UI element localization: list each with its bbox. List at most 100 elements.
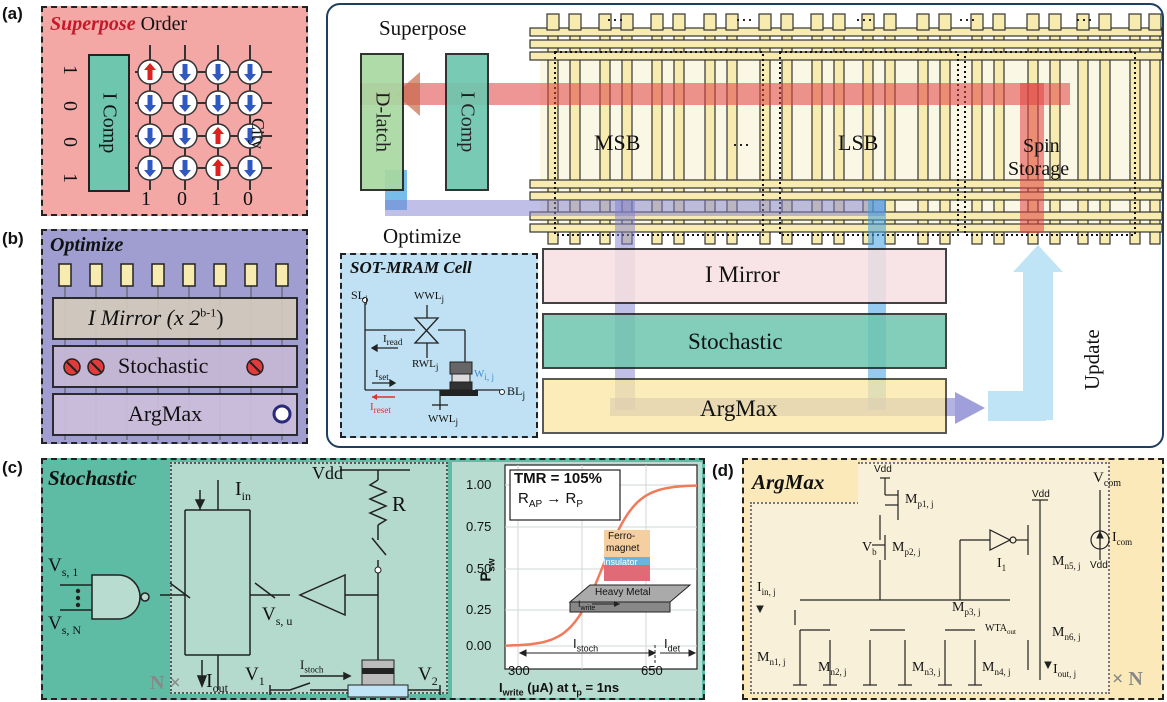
plot-rap: R bbox=[518, 490, 529, 507]
c-v2-text: V bbox=[418, 664, 432, 685]
icomp-label: I Comp bbox=[456, 92, 479, 153]
plot-tp-rest: = 1ns bbox=[582, 680, 619, 695]
c-vsn-text: V bbox=[48, 613, 62, 634]
plot-istoch-sub: stoch bbox=[577, 644, 599, 654]
d-vb: Vb bbox=[862, 540, 877, 557]
dlatch-block: D-latch bbox=[360, 53, 404, 191]
sot-rwl: RWLj bbox=[412, 358, 438, 372]
c-r: R bbox=[392, 492, 406, 517]
d-mn5-text: M bbox=[1052, 554, 1064, 569]
d-mp2-sub: p2, j bbox=[904, 547, 920, 557]
c-vsu-text: V bbox=[262, 604, 276, 625]
plot-iwrite-sub: write bbox=[581, 605, 596, 612]
panel-c-label: (c) bbox=[2, 458, 23, 478]
update-label: Update bbox=[1080, 329, 1105, 390]
d-vdd: Vdd bbox=[1032, 489, 1050, 500]
plot-ytick: 0.25 bbox=[466, 602, 491, 617]
plot-istoch: Istoch bbox=[573, 636, 598, 654]
c-vsn: Vs, N bbox=[48, 613, 81, 638]
c-vs1-sub: s, 1 bbox=[62, 565, 79, 579]
optimize-label: Optimize bbox=[383, 224, 461, 249]
c-vs1-text: V bbox=[48, 555, 62, 576]
b-mirror-label: I Mirror (x 2b-1) bbox=[88, 305, 224, 331]
d-vcom-sub: com bbox=[1104, 478, 1121, 489]
plot-xlabel: Iwrite (μA) at tp = 1ns bbox=[499, 680, 619, 698]
d-title: ArgMax bbox=[752, 470, 824, 495]
sot-sl: SLj bbox=[351, 288, 368, 305]
d-mn1-text: M bbox=[757, 650, 769, 665]
sot-w-text: W bbox=[474, 368, 484, 380]
sot-bl-text: BL bbox=[507, 384, 522, 398]
plot-ytick: 0.50 bbox=[466, 561, 491, 576]
c-iout: Iout bbox=[206, 670, 228, 696]
a-comp-block: I Comp bbox=[88, 54, 130, 192]
plot-xtick: 650 bbox=[641, 663, 663, 678]
icomp-block: I Comp bbox=[445, 53, 489, 191]
sot-rwl-text: RWL bbox=[412, 358, 436, 370]
plot-ytick: 0.00 bbox=[466, 638, 491, 653]
d-wta: WTAout bbox=[985, 623, 1016, 636]
panel-b-label: (b) bbox=[2, 229, 24, 249]
sot-wwl-bot: WWLj bbox=[428, 413, 458, 427]
plot-heavy: Heavy Metal bbox=[595, 587, 651, 598]
ellipsis: ⋯ bbox=[1075, 10, 1093, 31]
plot-rp: R bbox=[566, 490, 577, 507]
plot-xtick: 300 bbox=[508, 663, 530, 678]
c-vsu: Vs, u bbox=[262, 604, 292, 629]
sot-wwl-bot-sub: j bbox=[455, 417, 458, 427]
col-label: 1 bbox=[211, 188, 221, 211]
d-i1-sub: 1 bbox=[1002, 563, 1007, 573]
ellipsis: ⋯ bbox=[958, 10, 976, 31]
d-icom-sub: com bbox=[1117, 537, 1133, 547]
c-iin: Iin bbox=[235, 478, 251, 504]
d-mp3: Mp3, j bbox=[952, 600, 980, 617]
plot-iwrite: Iwrite bbox=[578, 599, 595, 612]
plot-idet: Idet bbox=[664, 636, 680, 654]
col-label: 0 bbox=[177, 188, 187, 211]
d-vcom: Vcom bbox=[1093, 470, 1121, 489]
d-vdd: Vdd bbox=[1090, 560, 1108, 571]
d-wta-sub: out bbox=[1007, 628, 1016, 636]
d-vb-text: V bbox=[862, 540, 872, 555]
b-stochastic-label: Stochastic bbox=[118, 353, 208, 379]
superpose-title: Superpose bbox=[50, 13, 136, 35]
plot-rap-sub: AP bbox=[529, 499, 542, 510]
d-vcom-text: V bbox=[1093, 470, 1104, 486]
b-mirror-end: ) bbox=[216, 305, 223, 330]
panel-a bbox=[41, 6, 308, 216]
imirror-label: I Mirror bbox=[705, 262, 780, 288]
argmax-label: ArgMax bbox=[700, 396, 778, 422]
ellipsis: ⋯ bbox=[855, 10, 873, 31]
row-labels-col: 1 0 0 1 bbox=[52, 58, 74, 202]
d-mn3-text: M bbox=[912, 660, 924, 675]
d-mn5-sub: n5, j bbox=[1064, 561, 1080, 571]
sot-ireset: Ireset bbox=[370, 401, 391, 415]
dlatch-label: D-latch bbox=[371, 92, 394, 152]
c-vsu-sub: s, u bbox=[276, 614, 293, 628]
sot-w: Wi, j bbox=[474, 368, 494, 382]
c-istoch-sub: stoch bbox=[304, 665, 323, 675]
plot-ferro: Ferro- bbox=[608, 531, 635, 542]
d-mn6: Mn6, j bbox=[1052, 625, 1080, 642]
plot-rap-rp: RAP → RP bbox=[518, 490, 583, 510]
plot-ytick: 0.75 bbox=[466, 519, 491, 534]
ellipsis: ⋯ bbox=[606, 10, 624, 31]
sot-bl-sub: j bbox=[522, 390, 525, 401]
lsb-label: LSB bbox=[838, 130, 878, 156]
row-label: 1 bbox=[45, 65, 81, 87]
sot-iset: Iset bbox=[375, 368, 389, 382]
sot-rwl-sub: j bbox=[436, 362, 439, 372]
d-mn4-sub: n4, j bbox=[994, 667, 1010, 677]
order-label: Order bbox=[141, 13, 188, 35]
row-label: 0 bbox=[45, 137, 81, 159]
sot-w-sub: i, j bbox=[484, 372, 494, 382]
d-mp3-text: M bbox=[952, 600, 964, 615]
panel-a-label: (a) bbox=[2, 4, 23, 24]
panel-a-title: Superpose Order bbox=[50, 13, 187, 36]
b-mirror-text: I Mirror (x 2 bbox=[88, 305, 200, 330]
sot-wwl-top-text: WWL bbox=[414, 290, 441, 302]
d-mn2-sub: n2, j bbox=[830, 667, 846, 677]
sot-iset-sub: set bbox=[379, 372, 389, 382]
d-inner-box-top bbox=[858, 462, 1110, 504]
c-v1-sub: 1 bbox=[259, 674, 265, 688]
